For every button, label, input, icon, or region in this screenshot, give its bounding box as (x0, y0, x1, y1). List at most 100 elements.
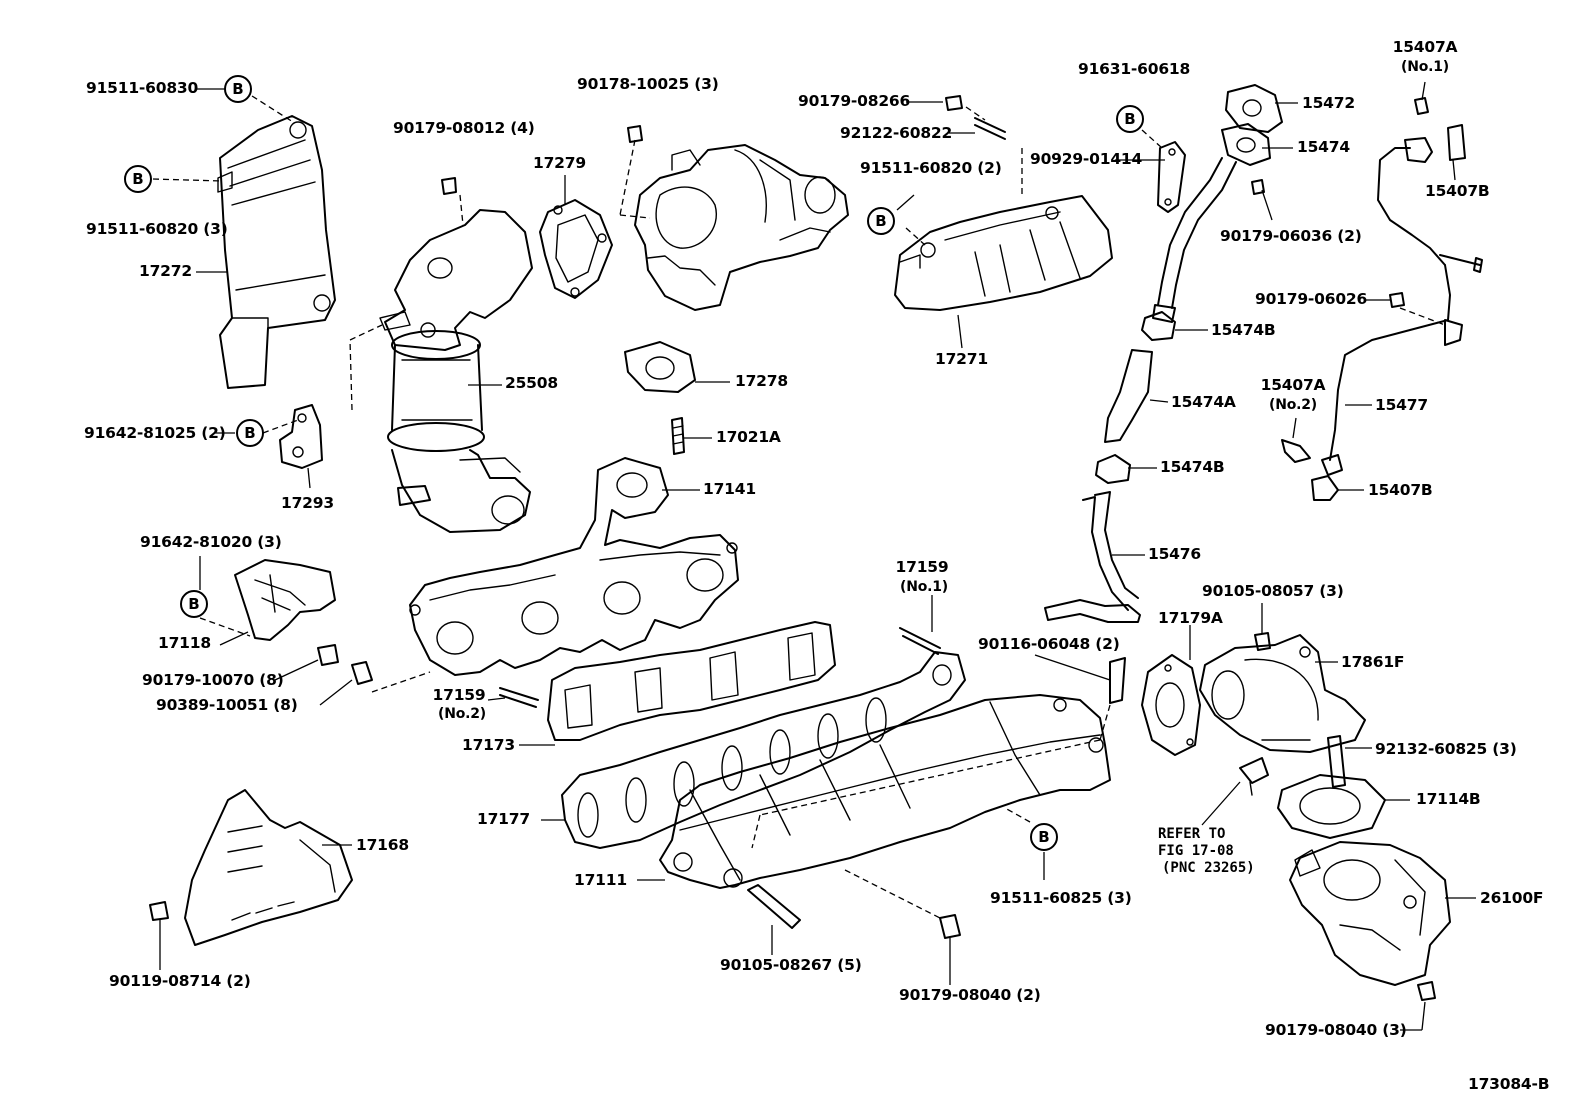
label-90179-06036: 90179-06036 (2) (1220, 227, 1362, 245)
label-17177: 17177 (477, 810, 530, 828)
callout-b-3: B (236, 419, 264, 447)
gasket-17177 (561, 651, 966, 849)
label-15407a-no2-sub: (No.2) (1269, 397, 1317, 413)
label-15407b-upper: 15407B (1425, 182, 1490, 200)
callout-b-2: B (124, 165, 152, 193)
label-17168: 17168 (356, 836, 409, 854)
stud-17021a (671, 417, 685, 455)
label-90105-08267: 90105-08267 (5) (720, 956, 862, 974)
label-17861f: 17861F (1341, 653, 1405, 671)
label-91511-60820-3: 91511-60820 (3) (86, 220, 228, 238)
label-15407a-no1-sub: (No.1) (1401, 59, 1449, 75)
label-90179-08040-2: 90179-08040 (2) (899, 986, 1041, 1004)
label-17114b: 17114B (1416, 790, 1481, 808)
label-15474: 15474 (1297, 138, 1350, 156)
label-17159-no2-sub: (No.2) (438, 706, 486, 722)
gasket-17114b (1277, 774, 1386, 839)
pipe-15474 (1152, 123, 1271, 323)
intake-manifold-17111 (659, 694, 1111, 889)
label-91631-60618: 91631-60618 (1078, 60, 1191, 78)
label-15474a: 15474A (1171, 393, 1236, 411)
label-25508: 25508 (505, 374, 558, 392)
label-17173: 17173 (462, 736, 515, 754)
label-refer-line2: FIG 17-08 (1158, 843, 1234, 859)
label-17159-no2: 17159 (432, 686, 486, 704)
gasket-17173 (547, 621, 836, 741)
label-17278: 17278 (735, 372, 788, 390)
leader-lines (159, 81, 1476, 1031)
label-15407a-no1: 15407A (1392, 38, 1458, 56)
label-15474b-lower: 15474B (1160, 458, 1225, 476)
label-90179-08012: 90179-08012 (4) (393, 119, 535, 137)
label-17141: 17141 (703, 480, 756, 498)
gasket-15472 (1225, 84, 1283, 133)
turbocharger-assembly (634, 144, 849, 311)
gasket-17278 (624, 341, 696, 393)
throttle-body-26100f (1289, 841, 1451, 986)
label-17021a: 17021A (716, 428, 781, 446)
gasket-17279 (539, 199, 613, 299)
dashed-leaders (152, 95, 1446, 919)
label-90116-06048: 90116-06048 (2) (978, 635, 1120, 653)
adapter-17861f (1199, 634, 1366, 753)
label-91511-60830: 91511-60830 (86, 79, 199, 97)
callout-b-6: B (180, 590, 208, 618)
label-15476: 15476 (1148, 545, 1201, 563)
label-15474b-upper: 15474B (1211, 321, 1276, 339)
label-90179-10070: 90179-10070 (8) (142, 671, 284, 689)
clamp-15474b-upper (1141, 311, 1176, 341)
plate-17168 (184, 789, 353, 946)
clamp-15474b-lower (1095, 454, 1131, 484)
gasket-17179a (1141, 654, 1201, 756)
callout-b-4: B (867, 207, 895, 235)
label-17179a: 17179A (1158, 609, 1223, 627)
heat-insulator-17271 (894, 195, 1113, 311)
label-17159-no1: 17159 (895, 558, 949, 576)
label-15407b-lower: 15407B (1368, 481, 1433, 499)
bracket-17293 (279, 404, 323, 469)
exhaust-manifold-17141 (409, 457, 739, 676)
label-refer-line3: (PNC 23265) (1162, 860, 1255, 876)
label-17279: 17279 (533, 154, 586, 172)
bracket-17118 (234, 559, 336, 641)
label-90105-08057: 90105-08057 (3) (1202, 582, 1344, 600)
label-17118: 17118 (158, 634, 211, 652)
callout-b-1: B (224, 75, 252, 103)
label-90929-01414: 90929-01414 (1030, 150, 1143, 168)
label-15407a-no2: 15407A (1260, 376, 1326, 394)
sensor-ref-23265 (1239, 757, 1269, 796)
callout-b-5: B (1116, 105, 1144, 133)
label-90179-08266: 90179-08266 (798, 92, 911, 110)
label-92132-60825: 92132-60825 (3) (1375, 740, 1517, 758)
bracket-90929-01414 (1157, 141, 1186, 213)
exhaust-pipe-converter-25508 (379, 209, 533, 533)
label-17272: 17272 (139, 262, 192, 280)
label-refer-line1: REFER TO (1158, 826, 1226, 842)
label-90178-10025: 90178-10025 (3) (577, 75, 719, 93)
label-17293: 17293 (281, 494, 334, 512)
label-90179-06026: 90179-06026 (1255, 290, 1368, 308)
label-17111: 17111 (574, 871, 627, 889)
label-26100f: 26100F (1480, 889, 1544, 907)
pipe-15477 (1321, 137, 1483, 476)
label-90179-08040-3: 90179-08040 (3) (1265, 1021, 1407, 1039)
callout-b-7: B (1030, 823, 1058, 851)
pipe-15476 (1044, 491, 1141, 623)
label-91511-60820-2: 91511-60820 (2) (860, 159, 1002, 177)
fasteners (149, 95, 1466, 1001)
label-17159-no1-sub: (No.1) (900, 579, 948, 595)
label-15477: 15477 (1375, 396, 1428, 414)
label-92122-60822: 92122-60822 (840, 124, 953, 142)
label-91642-81025: 91642-81025 (2) (84, 424, 226, 442)
diagram-reference-id: 173084-B (1468, 1075, 1550, 1093)
label-91511-60825: 91511-60825 (3) (990, 889, 1132, 907)
label-15472: 15472 (1302, 94, 1355, 112)
label-90389-10051: 90389-10051 (8) (156, 696, 298, 714)
heat-insulator-17272 (217, 115, 336, 389)
hose-15474a (1104, 349, 1153, 443)
label-17271: 17271 (935, 350, 988, 368)
label-90119-08714: 90119-08714 (2) (109, 972, 251, 990)
label-91642-81020: 91642-81020 (3) (140, 533, 282, 551)
